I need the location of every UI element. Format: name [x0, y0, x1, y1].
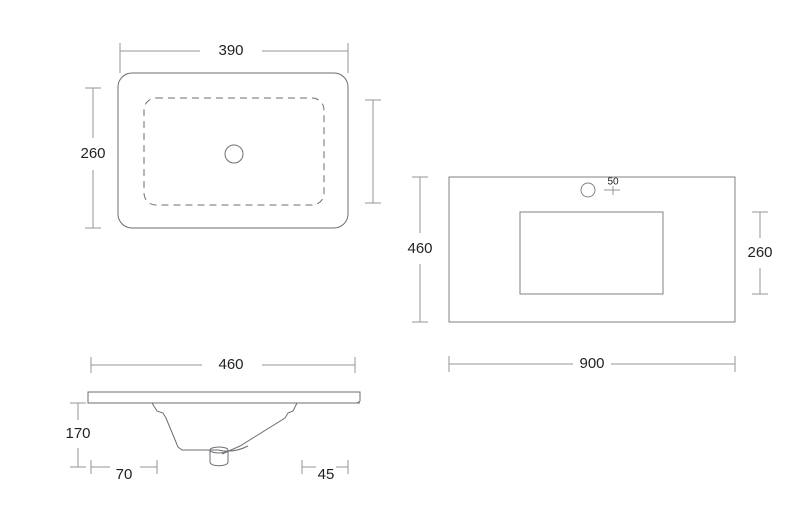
- dimension-label-tap-hole: 50: [607, 177, 619, 188]
- dimension-label-plan-height: 460: [407, 240, 432, 257]
- tap-hole-icon: [580, 182, 596, 198]
- bowl-section-curve: [217, 445, 249, 452]
- dimension-section-left-offset: [90, 460, 158, 474]
- waste-outlet-profile: [209, 450, 229, 467]
- dimension-plan-bowl-depth: [752, 211, 768, 295]
- dimension-section-right-offset: [301, 460, 349, 474]
- drain-hole-icon: [224, 144, 244, 164]
- bowl-section-profile-left: [151, 402, 218, 451]
- dimension-label-top-width: 390: [218, 42, 243, 59]
- dimension-label-plan-bowl-depth: 260: [747, 244, 772, 261]
- dimension-section-width: [90, 357, 356, 373]
- bowl-section-profile-right: [221, 402, 298, 455]
- dimension-label-plan-width: 900: [579, 355, 604, 372]
- dimension-top-depth: [85, 87, 101, 229]
- dimension-section-height: [70, 402, 86, 468]
- countertop-outline: [448, 176, 736, 323]
- bowl-inner-outline: [143, 97, 325, 206]
- dimension-plan-height: [412, 176, 428, 323]
- dimension-label-section-left-offset: 70: [116, 466, 133, 483]
- dimension-tap-hole: [604, 186, 620, 195]
- dimension-label-section-width: 460: [218, 356, 243, 373]
- reference-line-top-right: [365, 99, 381, 204]
- dimension-top-width: [119, 43, 349, 73]
- top-view-group: 390 260: [80, 42, 381, 229]
- bowl-opening-outline: [519, 211, 664, 295]
- section-view-group: 460 170 70: [65, 356, 361, 483]
- countertop-slab-profile: [87, 391, 361, 404]
- dimension-label-section-height: 170: [65, 425, 90, 442]
- waste-outlet-top: [209, 446, 229, 454]
- plan-view-group: 460 260 900: [407, 176, 773, 372]
- dimension-plan-width: [448, 356, 736, 372]
- dimension-label-top-depth: 260: [80, 145, 105, 162]
- bowl-outer-outline: [117, 72, 349, 229]
- dimension-label-section-right-offset: 45: [318, 466, 335, 483]
